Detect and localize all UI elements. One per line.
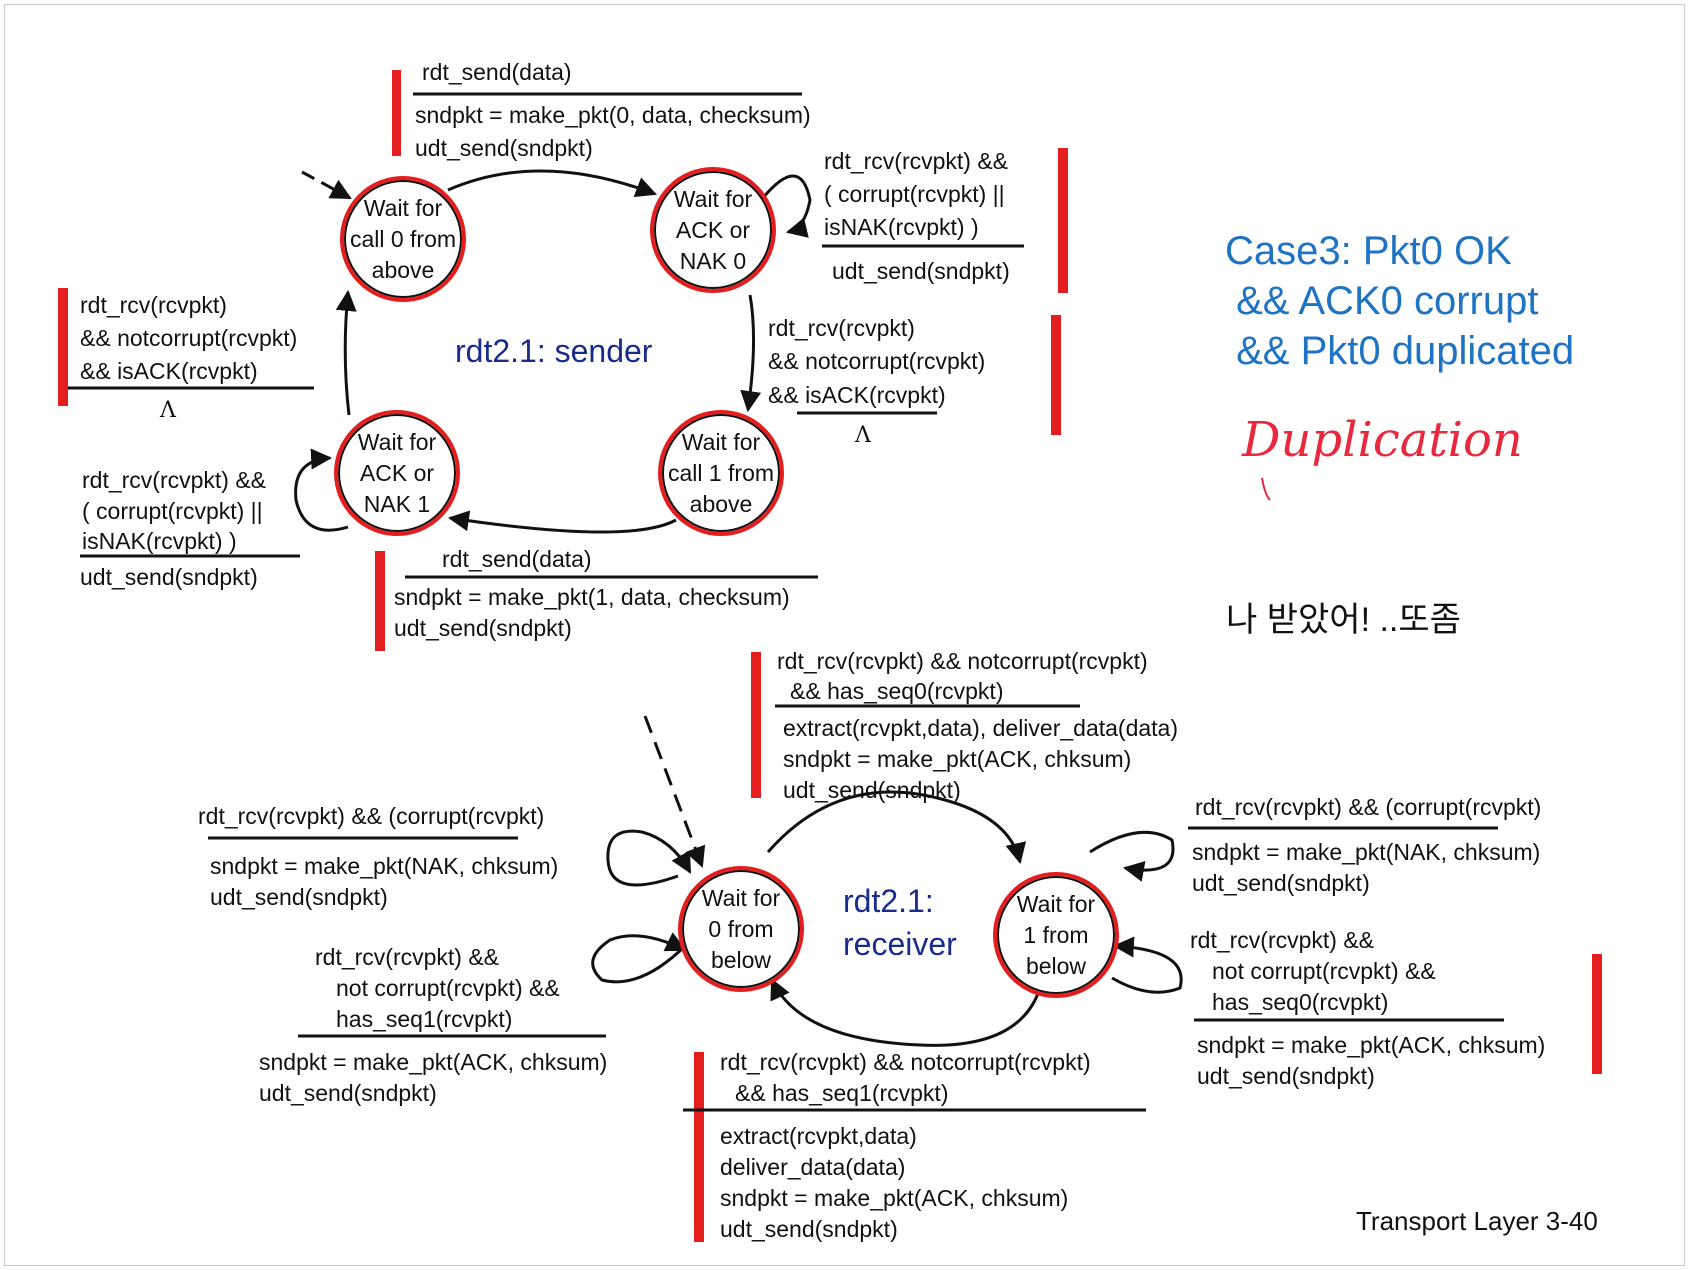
- receiver-corrupt0-action-1: sndpkt = make_pkt(NAK, chksum): [210, 853, 559, 879]
- sender-send0-action-2: udt_send(sndpkt): [415, 135, 593, 161]
- receiver-seq0-event-2: && has_seq0(rcvpkt): [790, 678, 1004, 704]
- receiver-dup1-action-1: sndpkt = make_pkt(ACK, chksum): [259, 1049, 608, 1075]
- receiver-dup0-action-2: udt_send(sndpkt): [1197, 1063, 1375, 1089]
- receiver-seq1-action-1: extract(rcvpkt,data): [720, 1123, 917, 1149]
- receiver-dup1-event-1: rdt_rcv(rcvpkt) &&: [315, 944, 500, 970]
- sender-state-wait-call-1: Wait for call 1 from above: [658, 410, 784, 536]
- receiver-state-wait-0: Wait for 0 from below: [678, 866, 804, 992]
- receiver-corrupt0-action-2: udt_send(sndpkt): [210, 884, 388, 910]
- sender-state-wait-call-0: Wait for call 0 from above: [340, 176, 466, 302]
- sender-retx0-action: udt_send(sndpkt): [832, 258, 1010, 284]
- sender-retx0-event-3: isNAK(rcvpkt) ): [824, 214, 979, 240]
- handwritten-korean-note: 나 받았어! ..또좀: [1226, 601, 1461, 639]
- receiver-transition-bars: [208, 704, 1504, 1112]
- sender-ack1-event-1: rdt_rcv(rcvpkt): [80, 292, 227, 318]
- sender-send0-event: rdt_send(data): [422, 59, 572, 85]
- sender-retx1-event-1: rdt_rcv(rcvpkt) &&: [82, 467, 267, 493]
- sender-title: rdt2.1: sender: [455, 333, 653, 369]
- receiver-seq0-event-1: rdt_rcv(rcvpkt) && notcorrupt(rcvpkt): [777, 648, 1148, 674]
- sender-ack0-event-1: rdt_rcv(rcvpkt): [768, 315, 915, 341]
- receiver-dup0-action-1: sndpkt = make_pkt(ACK, chksum): [1197, 1032, 1546, 1058]
- receiver-corrupt1-event: rdt_rcv(rcvpkt) && (corrupt(rcvpkt): [1195, 794, 1542, 820]
- sender-ack0-lambda: Λ: [855, 423, 871, 448]
- case-note-line-3: && Pkt0 duplicated: [1225, 329, 1575, 373]
- sender-arrows: [294, 169, 812, 534]
- receiver-dup0-event-3: has_seq0(rcvpkt): [1212, 989, 1389, 1015]
- receiver-arrows: [591, 715, 1183, 1047]
- receiver-seq1-event-2: && has_seq1(rcvpkt): [735, 1080, 949, 1106]
- sender-retx0-event-1: rdt_rcv(rcvpkt) &&: [824, 148, 1009, 174]
- receiver-dup1-action-2: udt_send(sndpkt): [259, 1080, 437, 1106]
- receiver-dup1-event-3: has_seq1(rcvpkt): [336, 1006, 513, 1032]
- receiver-corrupt1-action-1: sndpkt = make_pkt(NAK, chksum): [1192, 839, 1541, 865]
- sender-ack0-event-2: && notcorrupt(rcvpkt): [768, 348, 986, 374]
- slide-footer: Transport Layer 3-40: [1356, 1206, 1598, 1236]
- sender-send1-action-2: udt_send(sndpkt): [394, 615, 572, 641]
- handwriting-stroke: [1261, 477, 1271, 501]
- receiver-corrupt0-event: rdt_rcv(rcvpkt) && (corrupt(rcvpkt): [198, 803, 545, 829]
- sender-state-wait-ack-0: Wait for ACK or NAK 0: [650, 167, 776, 293]
- sender-ack0-event-3: && isACK(rcvpkt): [768, 382, 946, 408]
- receiver-seq0-action-3: udt_send(sndpkt): [783, 777, 961, 803]
- receiver-state-wait-1: Wait for 1 from below: [993, 872, 1119, 998]
- receiver-corrupt1-action-2: udt_send(sndpkt): [1192, 870, 1370, 896]
- sender-retx0-event-2: ( corrupt(rcvpkt) ||: [824, 181, 1005, 207]
- sender-retx1-event-2: ( corrupt(rcvpkt) ||: [82, 498, 263, 524]
- receiver-seq1-action-3: sndpkt = make_pkt(ACK, chksum): [720, 1185, 1069, 1211]
- case-note-line-1: Case3: Pkt0 OK: [1225, 229, 1512, 273]
- sender-retx1-action: udt_send(sndpkt): [80, 564, 258, 590]
- red-highlight-bars: [58, 70, 1602, 1242]
- receiver-dup0-event-1: rdt_rcv(rcvpkt) &&: [1190, 927, 1375, 953]
- receiver-title-line-2: receiver: [843, 926, 957, 962]
- sender-ack1-lambda: Λ: [160, 398, 176, 423]
- receiver-seq0-action-1: extract(rcvpkt,data), deliver_data(data): [783, 715, 1179, 741]
- receiver-title-line-1: rdt2.1:: [843, 883, 934, 919]
- receiver-seq1-event-1: rdt_rcv(rcvpkt) && notcorrupt(rcvpkt): [720, 1049, 1091, 1075]
- handwritten-duplication: Duplication: [1242, 412, 1523, 468]
- sender-transition-bars: [68, 92, 1024, 579]
- receiver-dup1-event-2: not corrupt(rcvpkt) &&: [336, 975, 560, 1001]
- receiver-seq1-action-2: deliver_data(data): [720, 1154, 906, 1180]
- sender-send1-event: rdt_send(data): [442, 546, 592, 572]
- receiver-dup0-event-2: not corrupt(rcvpkt) &&: [1212, 958, 1436, 984]
- receiver-seq0-action-2: sndpkt = make_pkt(ACK, chksum): [783, 746, 1132, 772]
- sender-ack1-event-2: && notcorrupt(rcvpkt): [80, 325, 298, 351]
- sender-retx1-event-3: isNAK(rcvpkt) ): [82, 528, 237, 554]
- sender-state-wait-ack-1: Wait for ACK or NAK 1: [334, 410, 460, 536]
- slide-frame: [4, 4, 1685, 1266]
- receiver-seq1-action-4: udt_send(sndpkt): [720, 1216, 898, 1242]
- sender-send1-action-1: sndpkt = make_pkt(1, data, checksum): [394, 584, 790, 610]
- case-note-line-2: && ACK0 corrupt: [1225, 279, 1539, 323]
- sender-ack1-event-3: && isACK(rcvpkt): [80, 358, 258, 384]
- sender-send0-action-1: sndpkt = make_pkt(0, data, checksum): [415, 102, 811, 128]
